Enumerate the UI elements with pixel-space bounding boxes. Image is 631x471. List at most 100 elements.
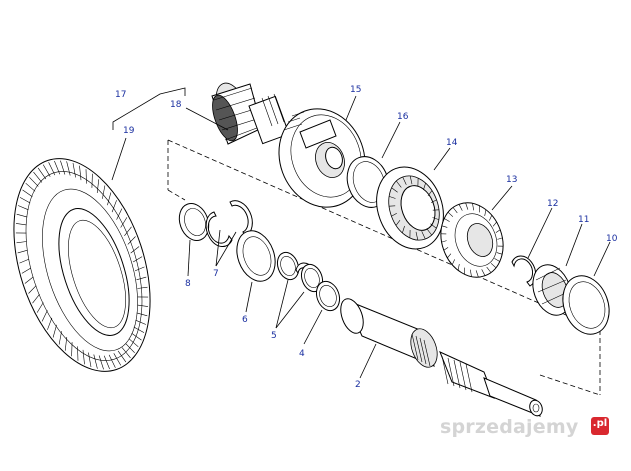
teeth19-line [136, 312, 148, 317]
teeth19-line [21, 267, 32, 274]
rollers14-line [391, 212, 397, 217]
teeth19-line [121, 347, 131, 359]
teeth19-line [72, 162, 76, 178]
teeth13-line [481, 269, 486, 276]
teeth19-line [103, 355, 110, 370]
label-5: 5 [271, 331, 277, 341]
teeth19-line [93, 354, 98, 369]
teeth19-line [108, 354, 116, 368]
teeth13-line [472, 203, 474, 211]
teeth19-line [16, 213, 28, 218]
teeth19-line [130, 246, 140, 254]
teeth19-line [120, 217, 128, 228]
label-18: 18 [170, 100, 182, 110]
label-17: 17 [115, 90, 126, 100]
teeth19-line [117, 350, 127, 363]
teeth13-line [494, 258, 500, 262]
bearing-rollers [389, 175, 439, 241]
teeth19-line [125, 343, 135, 354]
teeth19-line [102, 185, 106, 199]
rollers14-line [426, 228, 432, 236]
rollers14-line [389, 196, 396, 199]
rollers14-line [402, 225, 405, 233]
teeth19-line [77, 346, 79, 361]
watermark-logo-box [591, 417, 609, 435]
label-13: 13 [506, 175, 517, 185]
teeth19-line [33, 171, 43, 183]
teeth19-line [52, 324, 57, 338]
teeth13-line [470, 269, 472, 277]
shaft-2 [340, 298, 543, 417]
teeth13-line [447, 253, 452, 259]
label-2: 2 [355, 380, 361, 390]
rollers14-line [431, 199, 437, 204]
teeth19-line [58, 331, 62, 345]
rollers14-line [432, 217, 439, 220]
teeth19-line [42, 164, 51, 177]
teeth19-line [64, 336, 68, 351]
teeth19-line [82, 349, 85, 365]
bearing-14 [376, 166, 444, 250]
teeth19-line [85, 169, 87, 184]
teeth19-line [28, 285, 37, 294]
teeth19-line [60, 160, 66, 175]
teeth19-line [54, 160, 61, 175]
rings-5 [276, 251, 324, 293]
teeth13-line [495, 229, 501, 233]
rollers14-line [423, 183, 426, 191]
spur-gear-13 [440, 202, 504, 278]
assembly-dashed-outline [167, 139, 601, 396]
rollers14-line [430, 223, 437, 229]
ring-6 [236, 230, 276, 282]
teeth19-line [135, 319, 147, 325]
teeth19-line [79, 165, 82, 181]
teeth19-line [88, 352, 92, 368]
teeth19-line [29, 176, 39, 187]
rollers14-line [427, 190, 433, 196]
teeth13-line [447, 212, 454, 217]
teeth19-line [36, 302, 44, 313]
label-10: 10 [606, 234, 618, 244]
teeth19-line [113, 353, 122, 366]
rollers14-line [415, 231, 419, 241]
label-16: 16 [397, 112, 409, 122]
teeth13-line [458, 204, 463, 211]
label-6: 6 [242, 315, 248, 325]
rollers14-line [396, 180, 402, 188]
ring-8 [178, 203, 210, 241]
teeth19-line [32, 294, 40, 304]
callout-labels: 17 18 19 15 16 14 13 12 11 10 8 7 6 5 4 … [115, 85, 618, 390]
teeth19-line [133, 326, 145, 333]
teeth13-line [443, 247, 449, 251]
teeth13-line [457, 264, 460, 271]
teeth19-line [124, 226, 132, 236]
teeth19-line [71, 342, 73, 357]
teeth19-line [98, 355, 104, 370]
ring-4 [315, 280, 341, 312]
teeth19-line [19, 258, 30, 264]
label-11: 11 [578, 215, 589, 225]
teeth19-line [41, 310, 48, 322]
teeth19-line [107, 192, 112, 206]
teeth19-line [96, 179, 100, 194]
label-14: 14 [446, 138, 458, 148]
label-19: 19 [123, 126, 135, 136]
teeth13-line [484, 209, 487, 216]
teeth19-line [17, 205, 29, 211]
rollers14-line [395, 220, 401, 226]
leader-lines [111, 87, 611, 379]
teeth19-line [91, 173, 93, 188]
watermark-text: sprzedajemy [440, 416, 579, 438]
teeth19-line [16, 241, 27, 244]
teeth19-line [137, 286, 148, 289]
teeth19-line [48, 162, 56, 176]
teeth13-line [465, 202, 469, 210]
teeth13-line [444, 218, 450, 222]
teeth19-line [136, 276, 147, 281]
teeth19-line [137, 304, 149, 307]
teeth19-line [111, 200, 117, 213]
label-8: 8 [185, 279, 191, 289]
teeth19-line [116, 208, 123, 220]
rollers14-line [409, 175, 413, 185]
